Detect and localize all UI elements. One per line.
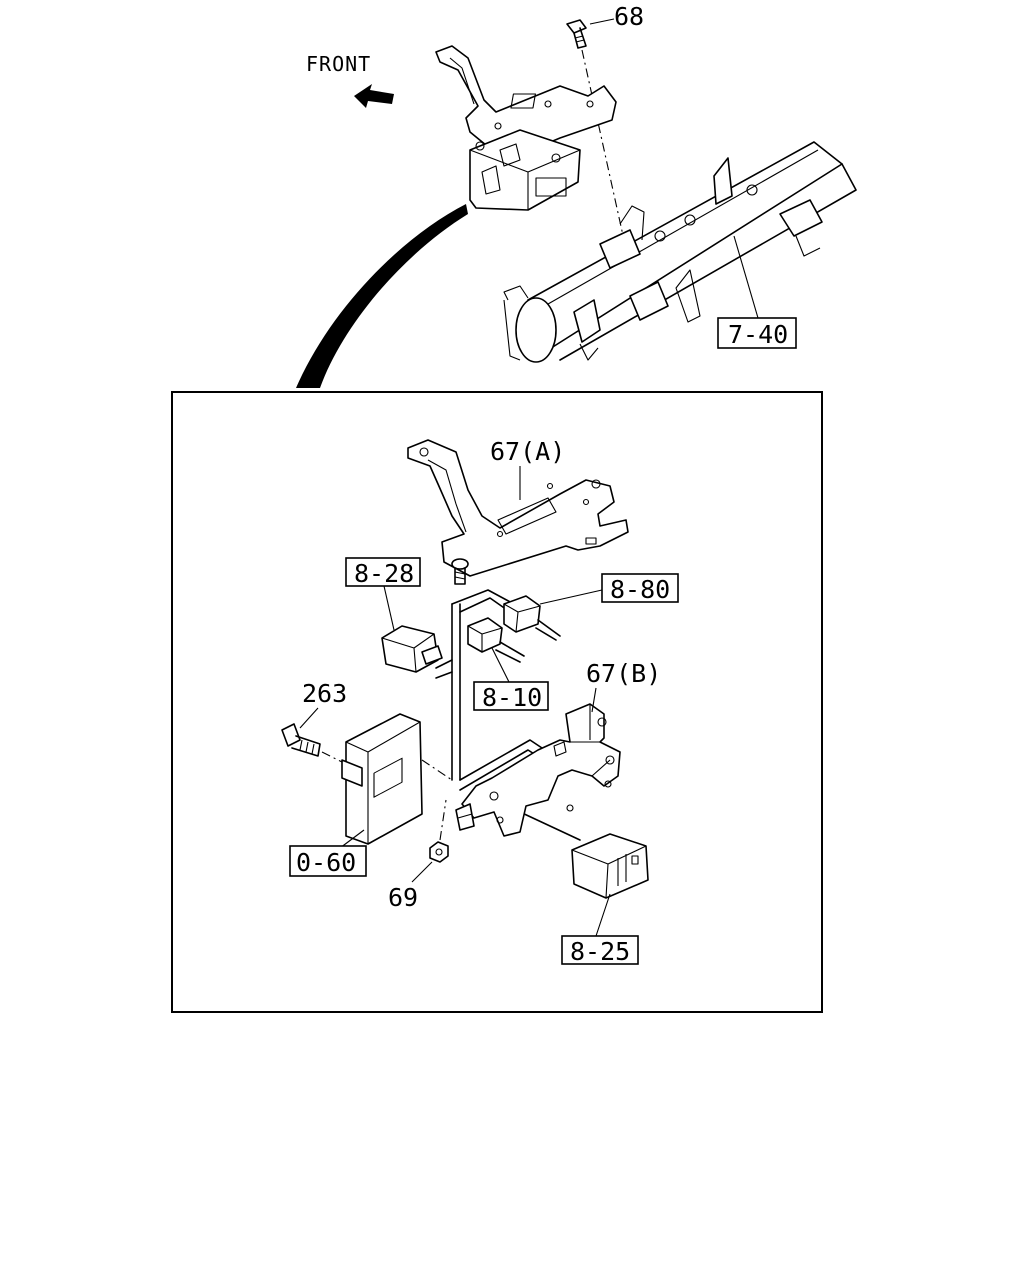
leader-8-80	[539, 589, 603, 605]
connector-8-10	[467, 617, 525, 663]
callout-69: 69	[388, 883, 418, 912]
callout-8-80: 8-80	[610, 575, 670, 604]
bracket-67a	[407, 439, 629, 577]
nut-69	[429, 841, 449, 863]
bolt-263	[281, 723, 321, 757]
callout-67a: 67(A)	[490, 437, 565, 466]
bracket-67b	[461, 703, 621, 837]
screw-upper	[451, 558, 469, 585]
callout-box-7-40	[717, 317, 797, 349]
callout-8-25: 8-25	[570, 937, 630, 966]
overview-assembly: FRONT 68	[296, 2, 857, 388]
callout-0-60: 0-60	[296, 848, 356, 877]
relay-8-28	[381, 625, 443, 673]
cross-car-beam	[503, 141, 857, 363]
dash-68	[581, 49, 625, 241]
callout-8-28: 8-28	[354, 559, 414, 588]
relay-8-25	[571, 833, 649, 899]
callout-box-8-25	[561, 935, 639, 965]
bolt-68	[566, 19, 587, 49]
leader-7-40	[733, 235, 759, 319]
overview-bracket	[435, 45, 617, 159]
front-arrow-icon	[354, 84, 394, 108]
control-module-0-60	[341, 713, 423, 845]
leader-arrow-icon	[296, 204, 468, 388]
harness-clip	[455, 803, 475, 831]
callout-box-8-10	[473, 681, 549, 711]
callout-263: 263	[302, 679, 347, 708]
leader-8-28	[383, 585, 395, 631]
callout-box-8-28	[345, 557, 421, 587]
leader-67b	[591, 687, 597, 713]
callout-8-10: 8-10	[482, 683, 542, 712]
leader-8-10	[491, 647, 511, 685]
connector-8-80	[503, 595, 561, 641]
callout-67b: 67(B)	[586, 659, 661, 688]
callout-68: 68	[614, 2, 644, 31]
overview-module	[469, 129, 581, 211]
dash-0-60	[421, 759, 453, 781]
callout-box-0-60	[289, 845, 367, 877]
leader-8-25	[595, 893, 611, 937]
leader-0-60	[339, 829, 365, 849]
leader-263	[299, 707, 319, 729]
leader-68	[589, 18, 615, 25]
leader-69	[411, 861, 433, 883]
detail-assembly: 67(A) 8-28	[281, 437, 679, 966]
dash-69	[439, 799, 447, 841]
front-label: FRONT	[306, 52, 371, 76]
detail-frame	[171, 391, 823, 1013]
callout-7-40: 7-40	[728, 320, 788, 349]
callout-box-8-80	[601, 573, 679, 603]
